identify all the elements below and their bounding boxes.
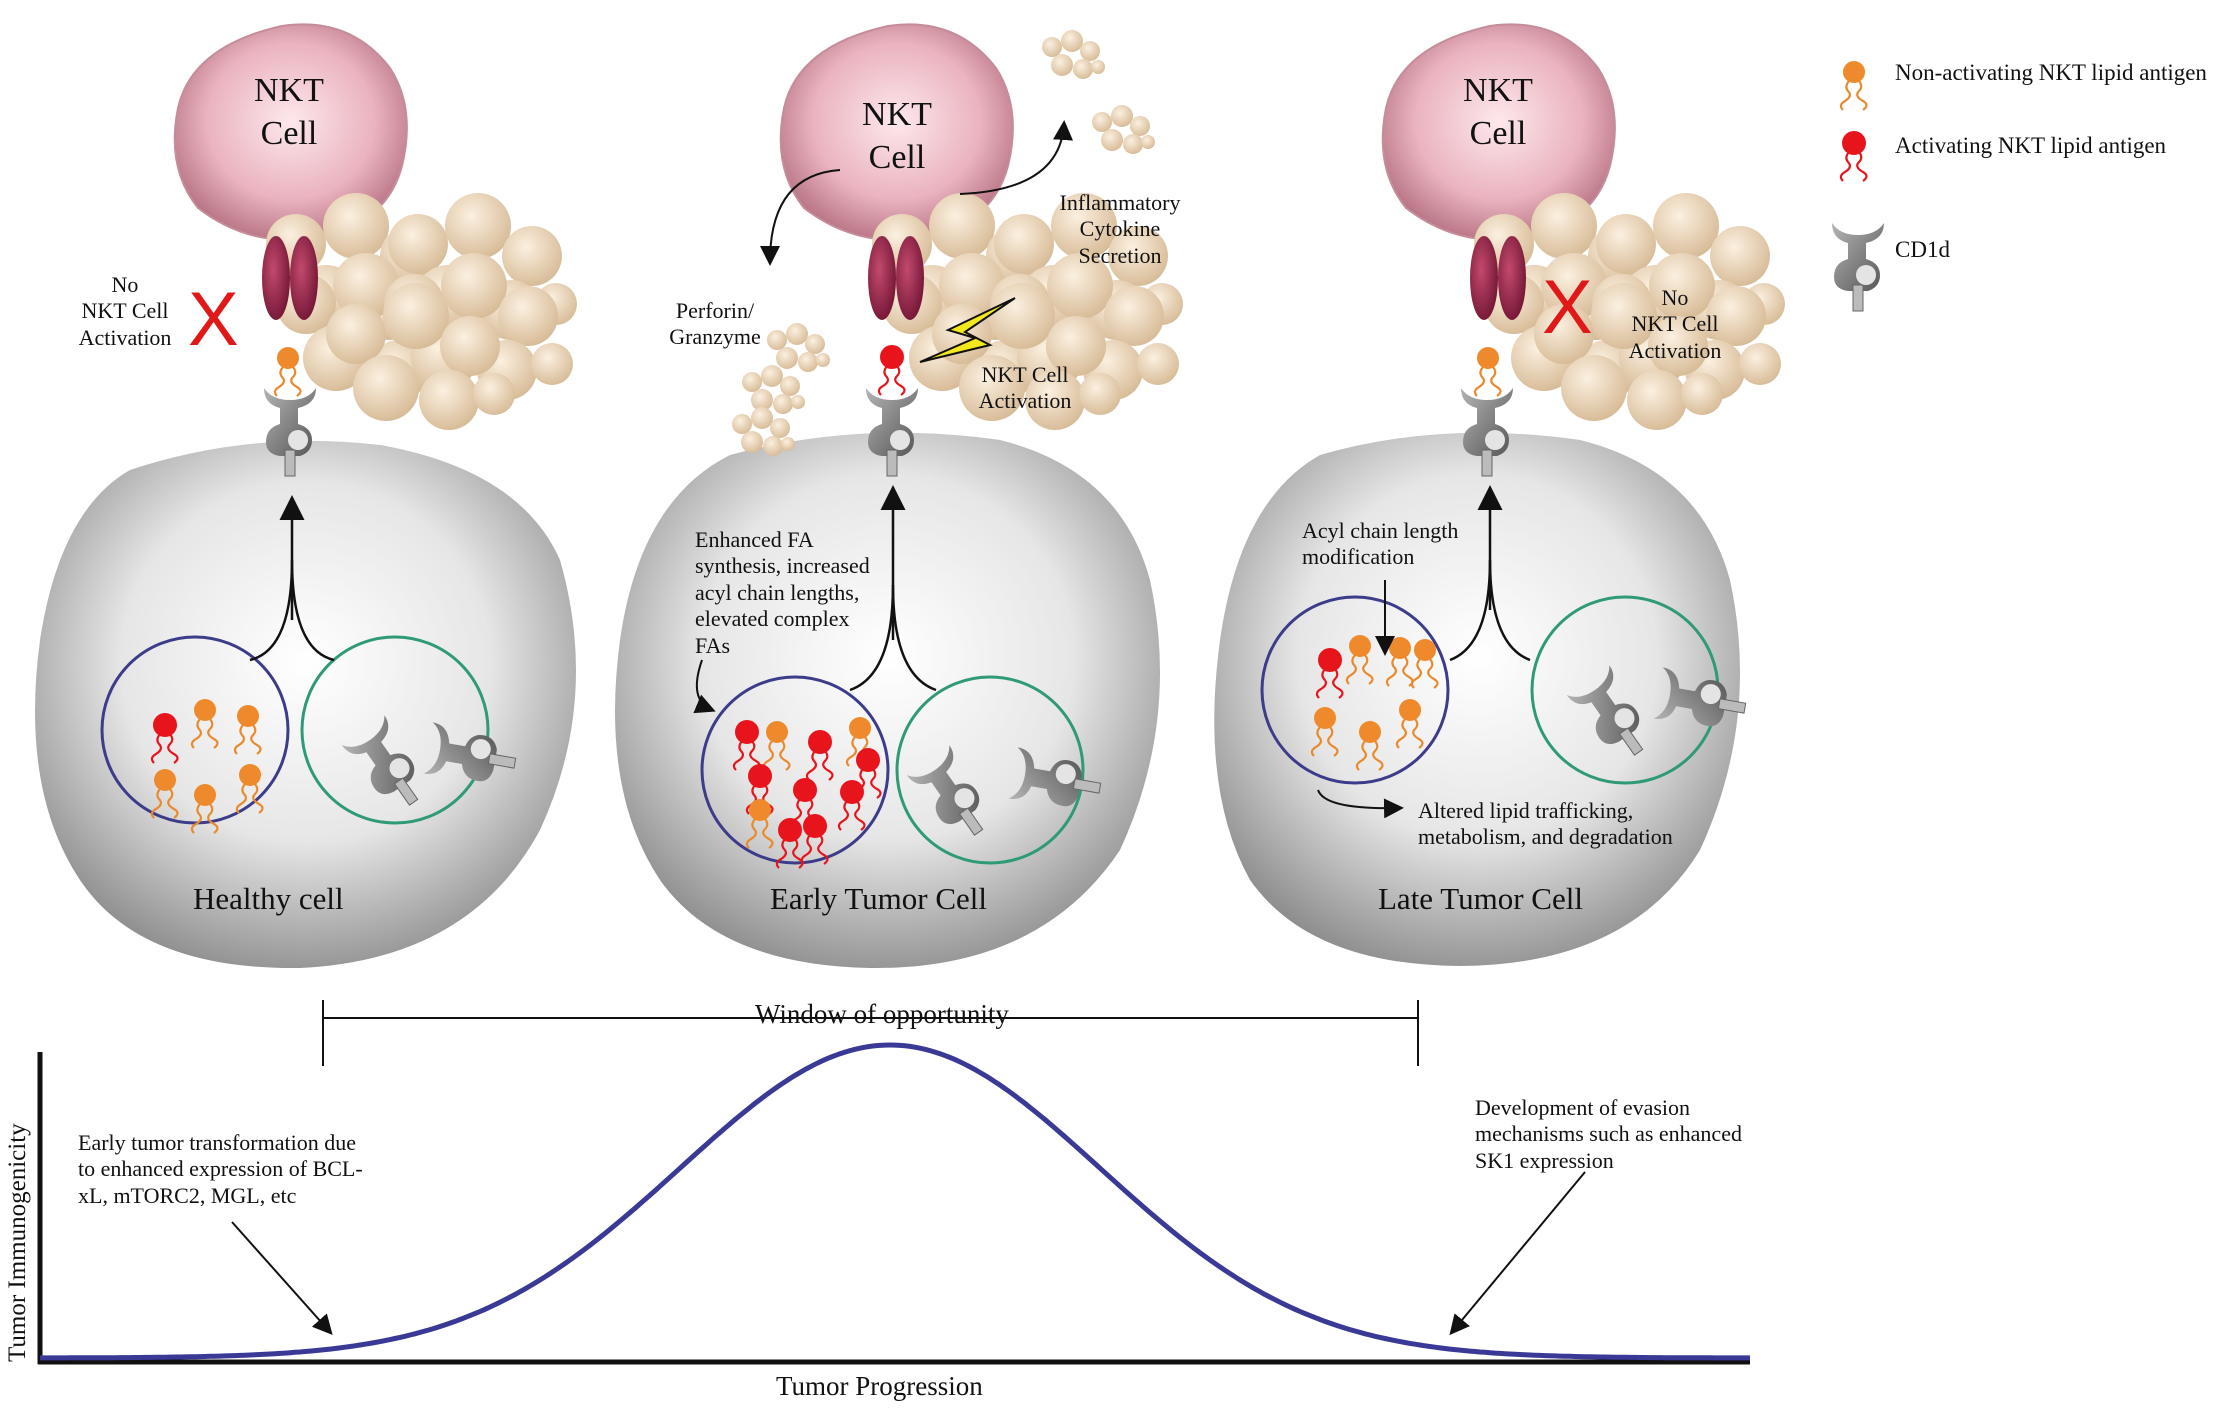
cytokine-secretion-label: Inflammatory Cytokine Secretion (1059, 190, 1181, 268)
legend-non-activating-label: Non-activating NKT lipid antigen (1895, 60, 2207, 85)
window-of-opportunity-label: Window of opportunity (755, 999, 1009, 1029)
lipid-trafficking-note: Altered lipid trafficking, metabolism, a… (1418, 798, 1673, 850)
lightning-bolt-icon (919, 297, 1016, 363)
cytokine-arrow (959, 120, 1074, 195)
healthy-cd1d-vesicle (300, 635, 490, 825)
late-trafficking-arrow (1449, 485, 1531, 662)
late-no-activation-label: No NKT Cell Activation (1628, 285, 1722, 363)
healthy-cell-label: Healthy cell (193, 881, 344, 916)
healthy-nkt-cell (175, 24, 577, 430)
early-cd1d-vesicle (895, 675, 1085, 865)
orange-lipid-antigen-icon (1839, 59, 1868, 112)
left-note-arrow (231, 1221, 333, 1335)
early-transformation-note: Early tumor transformation due to enhanc… (78, 1130, 363, 1208)
cd1d-molecule-icon (1831, 222, 1885, 312)
late-lipid-vesicle (1260, 595, 1450, 785)
perforin-granules-2 (742, 365, 805, 414)
y-axis-label: Tumor Immunogenicity (4, 1123, 31, 1362)
legend-activating-label: Activating NKT lipid antigen (1895, 133, 2167, 158)
late-presented-lipid (1473, 345, 1502, 398)
fa-synthesis-note: Enhanced FA synthesis, increased acyl ch… (695, 527, 870, 658)
perforin-granzyme-label: Perforin/ Granzyme (669, 298, 761, 350)
fa-note-arrow (693, 659, 716, 714)
healthy-trafficking-arrow (249, 495, 335, 662)
early-lipid-vesicle (700, 675, 890, 865)
late-no-activation-x-icon: X (1542, 265, 1593, 350)
graph-axes (37, 1052, 1750, 1365)
evasion-mechanisms-note: Development of evasion mechanisms such a… (1475, 1095, 1742, 1173)
healthy-no-activation-x-icon: X (188, 277, 239, 362)
late-nkt-cell (1383, 24, 1785, 430)
cytokine-granules-2 (1092, 105, 1155, 154)
early-trafficking-arrow (849, 485, 937, 692)
late-tumor-cell-label: Late Tumor Cell (1378, 881, 1583, 916)
early-presented-lipid (877, 343, 906, 397)
perforin-granules-1 (767, 323, 830, 372)
healthy-lipid-vesicle (100, 635, 290, 825)
early-tumor-cell-label: Early Tumor Cell (770, 881, 988, 916)
late-nkt-cell-label: NKT Cell (1463, 72, 1533, 152)
right-note-arrow (1449, 1171, 1586, 1336)
perforin-arrow (760, 169, 841, 266)
early-nkt-cell-label: NKT Cell (862, 96, 932, 176)
healthy-nkt-cell-label: NKT Cell (254, 72, 324, 152)
legend-cd1d-label: CD1d (1895, 237, 1950, 262)
window-bracket (322, 1000, 1419, 1066)
x-axis-label: Tumor Progression (776, 1371, 983, 1401)
red-lipid-antigen-icon (1839, 129, 1868, 183)
nkt-activation-label: NKT Cell Activation (978, 362, 1072, 414)
cytokine-granules-1 (1042, 30, 1105, 79)
immunogenicity-curve (40, 1042, 1750, 1361)
perforin-granules-3 (732, 407, 795, 456)
trafficking-note-arrow (1317, 789, 1404, 819)
early-tumor-cell-body (615, 432, 1160, 969)
acyl-chain-note: Acyl chain length modification (1302, 518, 1459, 570)
healthy-no-activation-label: No NKT Cell Activation (78, 272, 172, 350)
healthy-presented-lipid (273, 345, 302, 398)
late-tumor-cell-body (1214, 432, 1740, 966)
